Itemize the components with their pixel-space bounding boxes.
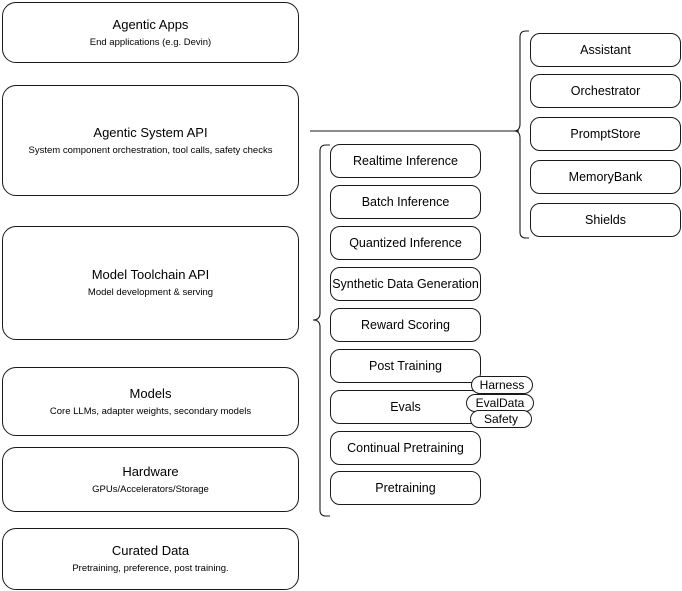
layer-curated-data[interactable]: Curated Data Pretraining, preference, po… <box>2 528 299 590</box>
badge-safety[interactable]: Safety <box>470 410 532 428</box>
component-label: Assistant <box>580 43 631 57</box>
component-label: Orchestrator <box>570 84 641 98</box>
capability-label: Quantized Inference <box>349 236 462 250</box>
layer-title: Model Toolchain API <box>91 267 210 282</box>
capability-label: Post Training <box>369 359 442 373</box>
component-shields[interactable]: Shields <box>530 203 681 237</box>
layer-subtitle: GPUs/Accelerators/Storage <box>92 483 209 495</box>
layer-subtitle: End applications (e.g. Devin) <box>89 36 212 48</box>
bracket-toolchain-capabilities <box>312 144 330 517</box>
layer-title: Curated Data <box>111 543 190 558</box>
capability-label: Pretraining <box>375 481 436 495</box>
capability-synthetic-data-generation[interactable]: Synthetic Data Generation <box>330 267 481 301</box>
component-promptstore[interactable]: PromptStore <box>530 117 681 151</box>
component-assistant[interactable]: Assistant <box>530 33 681 67</box>
layer-models[interactable]: Models Core LLMs, adapter weights, secon… <box>2 367 299 436</box>
capability-label: Evals <box>390 400 421 414</box>
layer-agentic-apps[interactable]: Agentic Apps End applications (e.g. Devi… <box>2 2 299 63</box>
layer-title: Models <box>129 385 172 401</box>
capability-post-training[interactable]: Post Training <box>330 349 481 383</box>
capability-label: Batch Inference <box>361 195 450 209</box>
layer-subtitle: Core LLMs, adapter weights, secondary mo… <box>49 405 252 417</box>
capability-reward-scoring[interactable]: Reward Scoring <box>330 308 481 342</box>
layer-subtitle: Pretraining, preference, post training. <box>72 563 229 574</box>
bracket-system-components <box>513 30 529 239</box>
layer-agentic-system-api[interactable]: Agentic System API System component orch… <box>2 85 299 196</box>
layer-subtitle: System component orchestration, tool cal… <box>28 144 273 156</box>
capability-label: Reward Scoring <box>361 318 450 332</box>
capability-label: Realtime Inference <box>353 154 458 168</box>
badge-harness[interactable]: Harness <box>471 376 533 394</box>
capability-label: Continual Pretraining <box>347 441 464 455</box>
badge-label: Safety <box>483 412 519 426</box>
layer-model-toolchain-api[interactable]: Model Toolchain API Model development & … <box>2 226 299 340</box>
capability-batch-inference[interactable]: Batch Inference <box>330 185 481 219</box>
layer-title: Hardware <box>122 463 179 479</box>
capability-realtime-inference[interactable]: Realtime Inference <box>330 144 481 178</box>
component-label: MemoryBank <box>568 170 643 184</box>
capability-continual-pretraining[interactable]: Continual Pretraining <box>330 431 481 465</box>
capability-label: Synthetic Data Generation <box>332 277 479 291</box>
component-label: Shields <box>585 213 626 227</box>
layer-subtitle: Model development & serving <box>87 287 214 298</box>
component-orchestrator[interactable]: Orchestrator <box>530 74 681 108</box>
layer-hardware[interactable]: Hardware GPUs/Accelerators/Storage <box>2 447 299 512</box>
layer-title: Agentic Apps <box>112 16 189 32</box>
capability-evals[interactable]: Evals <box>330 390 481 424</box>
component-memorybank[interactable]: MemoryBank <box>530 160 681 194</box>
badge-label: EvalData <box>475 396 525 410</box>
capability-quantized-inference[interactable]: Quantized Inference <box>330 226 481 260</box>
capability-pretraining[interactable]: Pretraining <box>330 471 481 505</box>
badge-label: Harness <box>479 378 525 392</box>
layer-title: Agentic System API <box>93 124 208 140</box>
component-label: PromptStore <box>570 127 641 141</box>
